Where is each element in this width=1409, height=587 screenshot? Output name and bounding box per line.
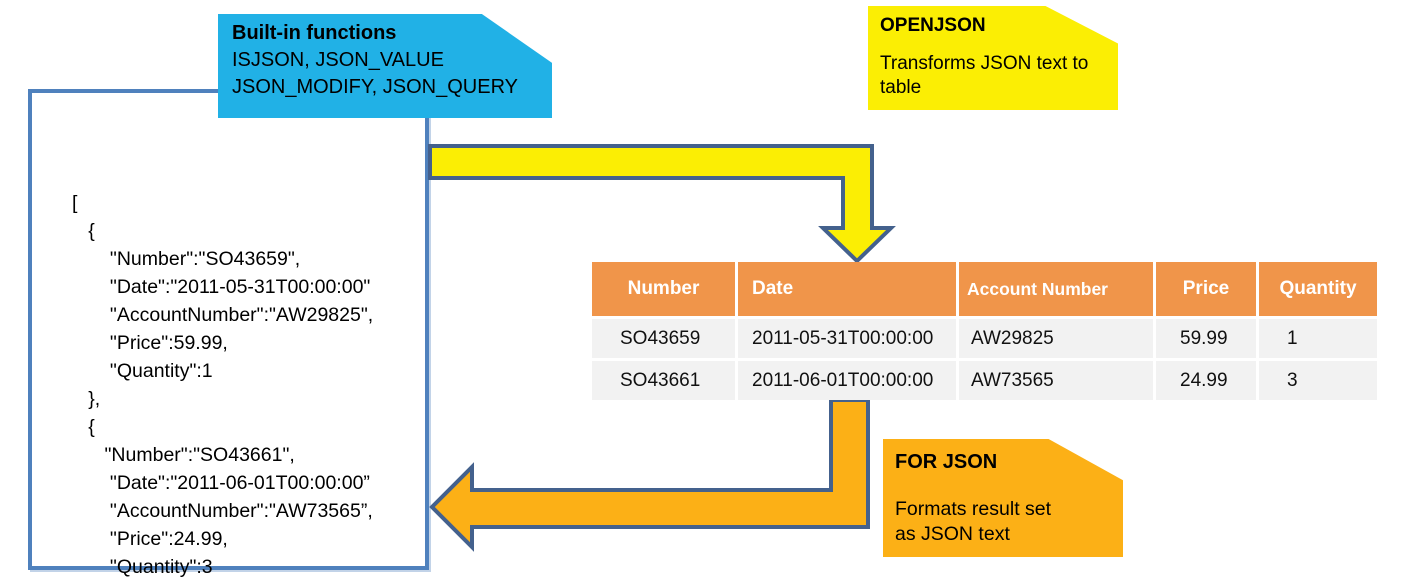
openjson-description: Transforms JSON text to table [880, 52, 1108, 100]
table-cell: 59.99 [1156, 319, 1256, 358]
table-cell: 3 [1259, 361, 1377, 400]
table-header-number: Number [592, 262, 735, 316]
openjson-flow-arrow [428, 144, 896, 264]
json-line: "Date":"2011-06-01T00:00:00” [72, 472, 370, 494]
openjson-description-line2: table [880, 77, 922, 98]
json-line: { [72, 416, 95, 438]
table-cell: 2011-06-01T00:00:00 [738, 361, 956, 400]
result-table: Number Date Account Number Price Quantit… [592, 262, 1377, 400]
openjson-callout: OPENJSON Transforms JSON text to table [868, 6, 1118, 110]
json-line: "AccountNumber":"AW29825", [72, 304, 374, 326]
table-cell: AW73565 [959, 361, 1153, 400]
openjson-title: OPENJSON [880, 15, 986, 36]
json-text: [ { "Number":"SO43659", "Date":"2011-05-… [72, 189, 373, 587]
forjson-title: FOR JSON [895, 451, 998, 473]
forjson-flow-arrow [429, 398, 870, 552]
table-header-price: Price [1156, 262, 1256, 316]
forjson-description-line1: Formats result set [895, 498, 1052, 520]
json-line: "Date":"2011-05-31T00:00:00" [72, 276, 371, 298]
builtin-functions-line2: JSON_MODIFY, JSON_QUERY [232, 76, 518, 98]
json-line: "Number":"SO43661", [72, 444, 295, 466]
table-cell: SO43659 [592, 319, 735, 358]
builtin-functions-line1: ISJSON, JSON_VALUE [232, 49, 444, 71]
json-line: "Number":"SO43659", [72, 248, 301, 270]
forjson-callout: FOR JSON Formats result set as JSON text [883, 439, 1123, 557]
json-line: "Price":24.99, [72, 528, 228, 550]
table-cell: AW29825 [959, 319, 1153, 358]
json-source-box: [ { "Number":"SO43659", "Date":"2011-05-… [28, 89, 429, 587]
table-cell: 1 [1259, 319, 1377, 358]
table-header-account-number: Account Number [959, 262, 1153, 316]
table-cell: SO43661 [592, 361, 735, 400]
openjson-description-line1: Transforms JSON text to [880, 53, 1089, 74]
table-cell: 24.99 [1156, 361, 1256, 400]
builtin-functions-callout: Built-in functions ISJSON, JSON_VALUE JS… [218, 14, 552, 118]
json-line: "Quantity":1 [72, 360, 213, 382]
json-line: }, [72, 388, 101, 410]
builtin-functions-title: Built-in functions [232, 22, 397, 44]
json-line: { [72, 220, 95, 242]
forjson-description: Formats result set as JSON text [895, 497, 1113, 547]
json-line: "Price":59.99, [72, 332, 228, 354]
forjson-description-line2: as JSON text [895, 523, 1010, 545]
table-cell: 2011-05-31T00:00:00 [738, 319, 956, 358]
table-header-quantity: Quantity [1259, 262, 1377, 316]
json-line: "AccountNumber":"AW73565”, [72, 500, 373, 522]
table-header-date: Date [738, 262, 956, 316]
json-line: [ [72, 192, 78, 214]
json-line: } [72, 581, 373, 587]
json-line: "Quantity":3 [72, 556, 213, 578]
